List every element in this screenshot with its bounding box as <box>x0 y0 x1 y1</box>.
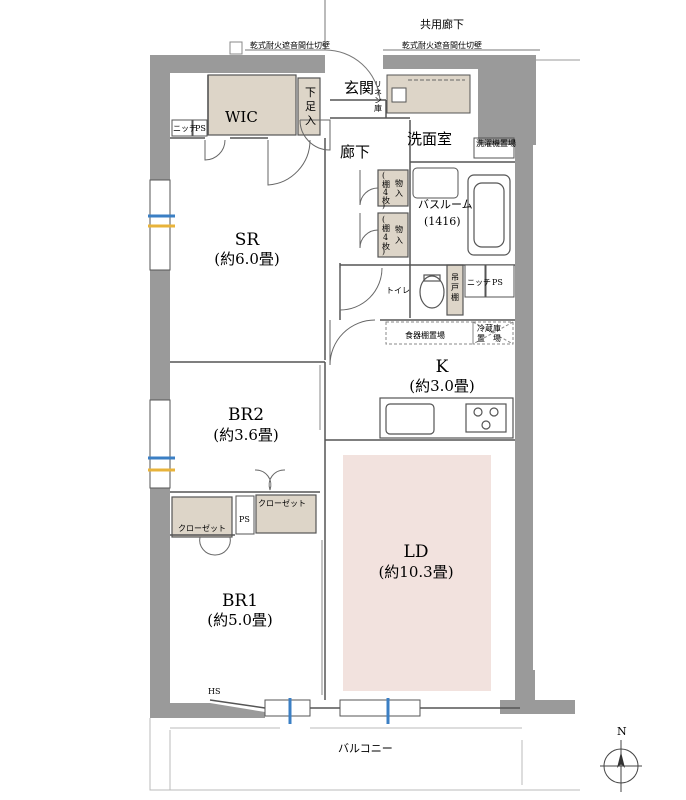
linen-label: リネン庫 <box>374 80 383 113</box>
utility-boxes <box>171 119 515 535</box>
svg-text:下: 下 <box>305 86 316 99</box>
toilet-label: トイレ <box>386 286 410 295</box>
balcony-label: バルコニー <box>338 742 393 755</box>
kitchen-size: (約3.0畳) <box>409 377 475 395</box>
svg-text:足: 足 <box>305 100 316 113</box>
ld-name: LD <box>404 542 429 562</box>
bathroom-size: (1416) <box>424 215 461 228</box>
svg-text:入: 入 <box>305 114 316 127</box>
svg-text:物: 物 <box>395 224 403 234</box>
bathtub <box>467 174 511 256</box>
wic-label: WIC <box>225 108 258 126</box>
shoe-storage-label: 下 足 入 <box>305 86 316 127</box>
storage-label-1: 物 入 ( 棚 4 枚 ) <box>382 171 403 210</box>
svg-text:4: 4 <box>383 233 388 242</box>
entrance-label: 玄関 <box>344 79 374 97</box>
svg-text:): ) <box>382 201 385 210</box>
sliding-doors <box>319 365 323 695</box>
hanging-cabinet-label: 吊 戸 棚 <box>451 273 459 302</box>
ld-size: (約10.3畳) <box>378 563 453 581</box>
sr-name: SR <box>235 230 261 250</box>
niche-label: ニッチ <box>173 124 197 133</box>
svg-text:): ) <box>382 247 385 256</box>
br1-name: BR1 <box>222 591 258 611</box>
washroom-label: 洗面室 <box>407 130 452 148</box>
svg-text:枚: 枚 <box>382 241 390 251</box>
hallway-label: 廊下 <box>340 143 370 161</box>
dish-shelf-label: 食器棚置場 <box>405 330 445 340</box>
svg-text:棚: 棚 <box>382 223 390 233</box>
ps-label-top: PS <box>195 124 206 133</box>
ps-label-kitchen: PS <box>492 278 503 287</box>
wash-basin <box>412 137 515 199</box>
svg-text:枚: 枚 <box>382 195 390 205</box>
svg-text:物: 物 <box>395 178 403 188</box>
niche-label-2: ニッチ <box>467 278 491 287</box>
compass-icon: N <box>600 725 642 792</box>
laundry-label: 洗濯機置場 <box>476 138 516 148</box>
svg-text:入: 入 <box>395 189 403 198</box>
svg-text:リネン庫: リネン庫 <box>374 80 383 113</box>
svg-text:(: ( <box>382 171 385 180</box>
fridge-label-2: 置 場 <box>477 333 501 343</box>
svg-text:棚: 棚 <box>451 292 459 302</box>
kitchen-counter <box>379 397 514 439</box>
kitchen-name: K <box>436 357 449 377</box>
storage-areas <box>171 74 464 538</box>
wall-note-left: 乾式耐火遮音間仕切壁 <box>250 40 330 50</box>
storage-label-2: 物 入 ( 棚 4 枚 ) <box>382 215 403 256</box>
br2-size: (約3.6畳) <box>213 426 279 444</box>
compass-label: N <box>617 725 627 738</box>
sr-size: (約6.0畳) <box>214 250 280 268</box>
svg-text:吊: 吊 <box>451 273 459 282</box>
shared-corridor-area <box>229 0 580 101</box>
fridge-label-1: 冷蔵庫 <box>477 323 501 333</box>
linen-closet <box>386 74 471 114</box>
toilet-fixture <box>419 274 445 309</box>
br1-size: (約5.0畳) <box>207 611 273 629</box>
door-swings <box>199 119 383 556</box>
bathroom-name: バスルーム <box>418 198 473 211</box>
wall-note-right: 乾式耐火遮音間仕切壁 <box>402 40 482 50</box>
closet-label-2: クローゼット <box>178 523 226 533</box>
svg-text:4: 4 <box>383 188 388 197</box>
ld-floor <box>343 455 491 691</box>
svg-text:入: 入 <box>395 236 403 245</box>
window-accents <box>148 214 390 724</box>
dish-shelf <box>385 321 514 345</box>
svg-text:戸: 戸 <box>451 283 459 292</box>
shared-corridor-label: 共用廊下 <box>420 17 464 31</box>
hs-label: HS <box>208 687 220 696</box>
closet-label-1: クローゼット <box>258 498 306 508</box>
svg-text:棚: 棚 <box>382 179 390 189</box>
ps-label-br: PS <box>239 515 250 524</box>
br2-name: BR2 <box>228 405 264 425</box>
svg-text:(: ( <box>382 215 385 224</box>
